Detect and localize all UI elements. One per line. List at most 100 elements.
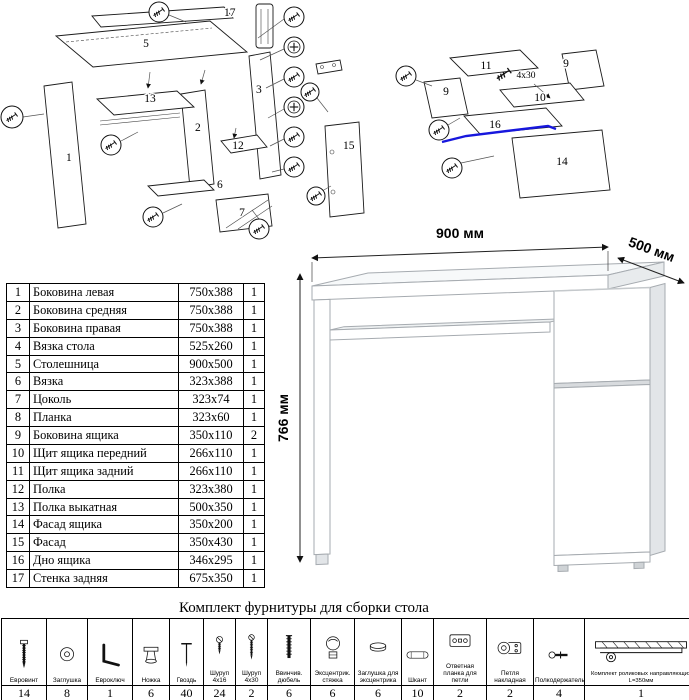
- hardware-item: Ножка: [132, 617, 170, 687]
- cam-cap-icon: [361, 628, 395, 668]
- part-qty: 1: [243, 318, 265, 338]
- part-size: 323x388: [178, 372, 244, 392]
- furniture-leg-icon: [134, 635, 168, 675]
- part-label-6: 6: [217, 179, 223, 191]
- hardware-item-label: Комплект роликовых направляющих L=350мм: [590, 671, 689, 684]
- hardware-item-label: Шуруп 4х16: [209, 670, 230, 685]
- part-qty: 1: [243, 372, 265, 392]
- hardware-item-qty: 4: [533, 685, 585, 700]
- part-size: 323x60: [178, 408, 244, 427]
- part-name: Вязка стола: [29, 336, 179, 356]
- width-dimension-label: 900 мм: [436, 225, 484, 241]
- hardware-item: Петля накладная: [486, 617, 534, 687]
- wood-dowel-icon: [402, 635, 433, 675]
- part-number: 1: [6, 283, 30, 302]
- hardware-item-label: Шуруп 4х30: [241, 670, 262, 685]
- screw-callout-icons: [395, 65, 463, 179]
- hardware-item-qty: 6: [132, 685, 170, 700]
- hardware-item-label: Евроключ: [95, 677, 125, 685]
- part-name: Боковина левая: [29, 283, 179, 302]
- part-size: 350x110: [178, 426, 244, 445]
- hardware-item-qty: 6: [267, 685, 311, 700]
- height-dimension-label: 766 мм: [275, 394, 291, 442]
- part-number: 7: [6, 390, 30, 410]
- hardware-item-qty: 2: [235, 685, 268, 700]
- hardware-item-label: Заглушка для эксцентрика: [357, 670, 399, 685]
- hardware-item-label: Ввинчив. дюбель: [275, 670, 303, 685]
- screw-cap-icon: [50, 635, 84, 675]
- part-size: 900x500: [178, 354, 244, 374]
- part-number: 2: [6, 300, 30, 320]
- part-qty: 1: [243, 443, 265, 463]
- part-label-10: 10: [534, 92, 546, 104]
- part-size: 350x200: [178, 515, 244, 535]
- part-qty: 1: [243, 515, 265, 535]
- part-number: 4: [6, 336, 30, 356]
- confirmat-screw-icon: [7, 635, 41, 675]
- hardware-item-qty: 1: [584, 685, 689, 700]
- part-name: Боковина правая: [29, 318, 179, 338]
- part-label-9-left: 9: [443, 86, 449, 98]
- hardware-item: Шуруп 4х16: [203, 617, 236, 687]
- part-label-1: 1: [66, 152, 72, 164]
- threaded-dowel-icon: [272, 628, 306, 668]
- part-label-17: 17: [224, 7, 236, 19]
- hardware-item-qty: 40: [169, 685, 204, 700]
- part-size: 675x350: [178, 569, 244, 588]
- part-size: 750x388: [178, 283, 244, 302]
- hardware-item-label: Эксцентрик. стяжка: [314, 670, 351, 685]
- hardware-item: Евроключ: [87, 617, 133, 687]
- part-size: 350x430: [178, 533, 244, 553]
- part-number: 9: [6, 426, 30, 445]
- hardware-item-label: Полкодержатель: [535, 677, 585, 685]
- part-number: 8: [6, 408, 30, 427]
- hardware-item-qty: 8: [46, 685, 88, 700]
- part-label-11: 11: [480, 60, 491, 72]
- hinge-plate-icon: [443, 621, 477, 661]
- hardware-item-qty: 1: [87, 685, 133, 700]
- part-size: 346x295: [178, 551, 244, 570]
- part-size: 750x388: [178, 300, 244, 320]
- part-number: 6: [6, 372, 30, 392]
- part-name: Щит ящика задний: [29, 461, 179, 481]
- part-number: 12: [6, 479, 30, 499]
- part-number: 5: [6, 354, 30, 374]
- part-name: Фасад ящика: [29, 515, 179, 535]
- part-name: Полка: [29, 479, 179, 499]
- part-qty: 1: [243, 354, 265, 374]
- part-number: 16: [6, 551, 30, 570]
- hinge-icon: [493, 628, 527, 668]
- part-label-2: 2: [195, 122, 201, 134]
- part-size: 266x110: [178, 461, 244, 481]
- part-qty: 1: [243, 283, 265, 302]
- exploded-view-main-diagram: 17 5 3 2 13 12 1 15 6 7: [0, 1, 365, 240]
- hardware-item-label: Ножка: [141, 677, 161, 685]
- part-qty: 1: [243, 390, 265, 410]
- hardware-item: Шкант: [401, 617, 434, 687]
- hardware-item: Заглушка для эксцентрика: [354, 617, 402, 687]
- screw-long-icon: [236, 628, 267, 668]
- hardware-item: Евровинт: [1, 617, 47, 687]
- part-number: 11: [6, 461, 30, 481]
- part-label-14: 14: [556, 156, 568, 168]
- part-qty: 1: [243, 569, 265, 588]
- part-qty: 1: [243, 300, 265, 320]
- hardware-item-qty: 6: [310, 685, 355, 700]
- part-label-16: 16: [489, 119, 501, 131]
- part-label-9-right: 9: [563, 58, 569, 70]
